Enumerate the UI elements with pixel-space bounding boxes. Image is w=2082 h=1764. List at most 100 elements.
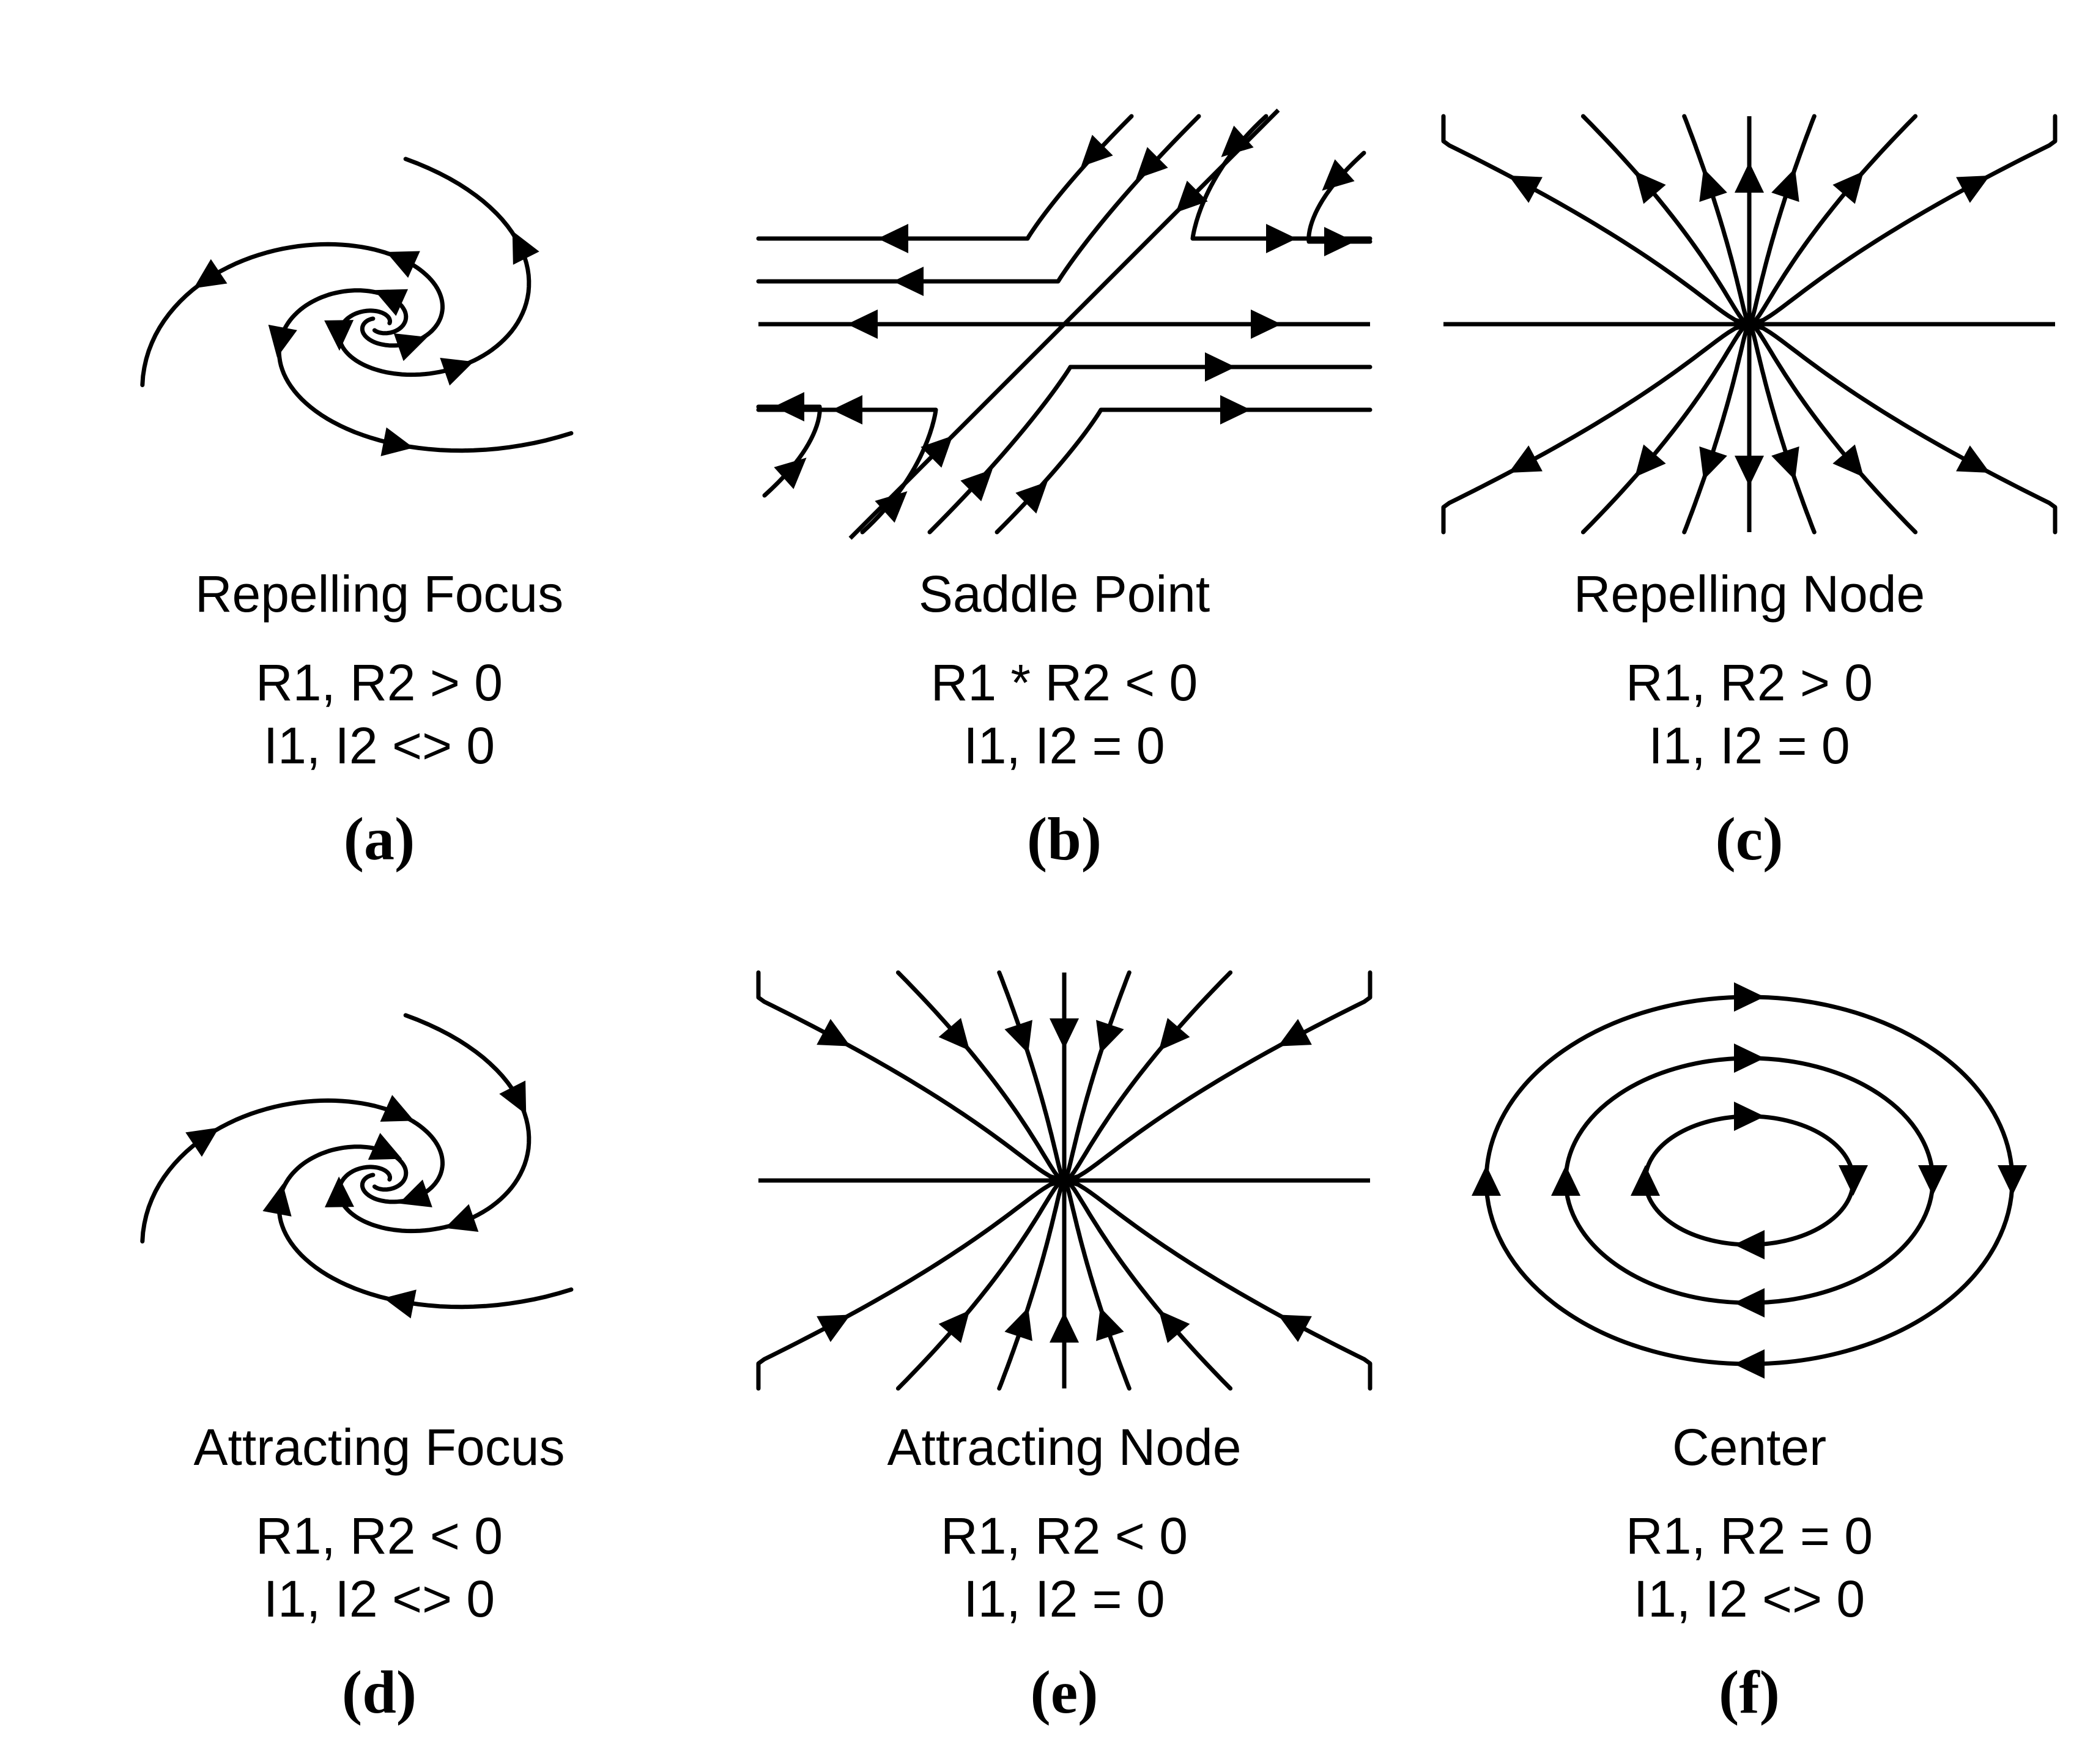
flow-arrow [774, 458, 807, 489]
spiral-trajectory [337, 157, 532, 377]
spiral-trajectory [140, 242, 445, 387]
panel-f-imag-condition: I1, I2 <> 0 [1634, 1570, 1865, 1628]
flow-arrow [875, 491, 908, 523]
flow-arrow [1508, 445, 1543, 473]
flow-arrow [1699, 446, 1727, 480]
flow-arrow [1015, 481, 1048, 514]
spiral-trajectory [140, 1098, 445, 1243]
flow-arrow [1158, 1018, 1190, 1051]
panel-c-letter: (c) [1716, 805, 1784, 873]
panel-c-title: Repelling Node [1574, 565, 1925, 623]
flow-arrow [1004, 1020, 1032, 1054]
node-trajectory [1062, 1178, 1132, 1391]
node-trajectory [1747, 322, 1918, 535]
flow-arrow [185, 1127, 220, 1157]
vertical-axis-arrow [1735, 162, 1764, 193]
vertical-axis-arrow [1050, 1018, 1079, 1049]
flow-arrow [1634, 171, 1666, 204]
saddle-trajectory [995, 407, 1373, 535]
flow-arrow [1136, 147, 1168, 179]
node-trajectory [895, 1178, 1067, 1391]
panel-a: Repelling Focus R1, R2 > 0 I1, I2 <> 0 (… [140, 157, 574, 873]
flow-arrow [1551, 1165, 1580, 1196]
panel-e-title: Attracting Node [887, 1418, 1242, 1476]
flow-arrow [1176, 180, 1208, 213]
spiral-trajectory [337, 1013, 532, 1234]
node-trajectory [756, 1178, 1067, 1391]
panel-a-title: Repelling Focus [195, 565, 563, 623]
flow-arrow [398, 1179, 432, 1207]
flow-arrow [368, 1133, 402, 1160]
saddle-trajectory [756, 114, 1134, 241]
node-trajectory [997, 1178, 1067, 1391]
node-trajectory [1580, 114, 1752, 327]
panel-d-letter: (d) [342, 1658, 417, 1726]
flow-arrow [817, 1018, 851, 1047]
stable-axis [848, 108, 1280, 540]
node-trajectory [997, 970, 1067, 1183]
flow-arrow [193, 259, 228, 289]
flow-arrow [1631, 1165, 1660, 1196]
flow-arrow [1221, 125, 1254, 157]
flow-arrow [1096, 1307, 1124, 1341]
node-trajectory [1747, 114, 1918, 327]
panel-f: Center R1, R2 = 0 I1, I2 <> 0 (f) [1472, 982, 2027, 1726]
flow-arrow [878, 224, 908, 253]
flow-arrow [1278, 1018, 1312, 1047]
panel-b-title: Saddle Point [919, 565, 1210, 623]
flow-arrow [893, 267, 924, 296]
node-trajectory [1062, 1178, 1373, 1391]
repelling-node-portrait [1441, 114, 2058, 535]
flow-arrow [1158, 1310, 1190, 1343]
flow-arrow [1734, 1230, 1765, 1259]
saddle-point-portrait [756, 108, 1373, 540]
flow-arrow [817, 1314, 851, 1343]
flow-arrow [324, 1176, 354, 1207]
node-trajectory [1062, 1178, 1233, 1391]
flow-arrow [774, 392, 804, 421]
panel-e-letter: (e) [1031, 1658, 1098, 1726]
flow-arrow [1004, 1307, 1032, 1341]
panel-a-imag-condition: I1, I2 <> 0 [264, 717, 495, 774]
panel-d: Attracting Focus R1, R2 < 0 I1, I2 <> 0 … [140, 1013, 574, 1726]
node-trajectory [1580, 322, 1752, 535]
flow-arrow [847, 309, 878, 339]
attracting-node-portrait [756, 970, 1373, 1391]
flow-arrow [1832, 171, 1864, 204]
panel-a-letter: (a) [344, 805, 415, 873]
flow-arrow [440, 358, 474, 386]
panel-c: Repelling Node R1, R2 > 0 I1, I2 = 0 (c) [1441, 114, 2058, 873]
panel-f-real-condition: R1, R2 = 0 [1626, 1507, 1873, 1565]
node-trajectory [1747, 114, 2058, 327]
node-trajectory [1747, 322, 2058, 535]
flow-arrow [960, 469, 993, 502]
vertical-axis-arrow [1050, 1312, 1079, 1343]
flow-arrow [380, 1095, 414, 1122]
node-trajectory [1441, 322, 1752, 535]
flow-arrow [262, 1184, 292, 1217]
panel-b-imag-condition: I1, I2 = 0 [963, 717, 1165, 774]
flow-arrow [1205, 352, 1235, 382]
flow-arrow [938, 1018, 970, 1051]
flow-arrow [1734, 1349, 1765, 1379]
flow-arrow [386, 251, 420, 278]
repelling-focus-portrait [140, 157, 574, 456]
node-trajectory [1062, 970, 1373, 1183]
flow-arrow [1734, 982, 1765, 1012]
flow-arrow [1266, 224, 1297, 253]
flow-arrow [1322, 159, 1355, 191]
panel-f-letter: (f) [1719, 1658, 1780, 1726]
flow-arrow [1324, 227, 1355, 256]
flow-arrow [1734, 1043, 1765, 1073]
panel-e-real-condition: R1, R2 < 0 [941, 1507, 1188, 1565]
center-portrait [1472, 982, 2027, 1379]
flow-arrow [512, 231, 539, 265]
flow-arrow [324, 320, 354, 351]
flow-arrow [1251, 309, 1281, 339]
flow-arrow [938, 1310, 970, 1343]
flow-arrow [1220, 395, 1251, 424]
flow-arrow [383, 1289, 417, 1319]
panel-b-letter: (b) [1027, 805, 1102, 873]
flow-arrow [1472, 1165, 1501, 1196]
flow-arrow [499, 1080, 527, 1115]
